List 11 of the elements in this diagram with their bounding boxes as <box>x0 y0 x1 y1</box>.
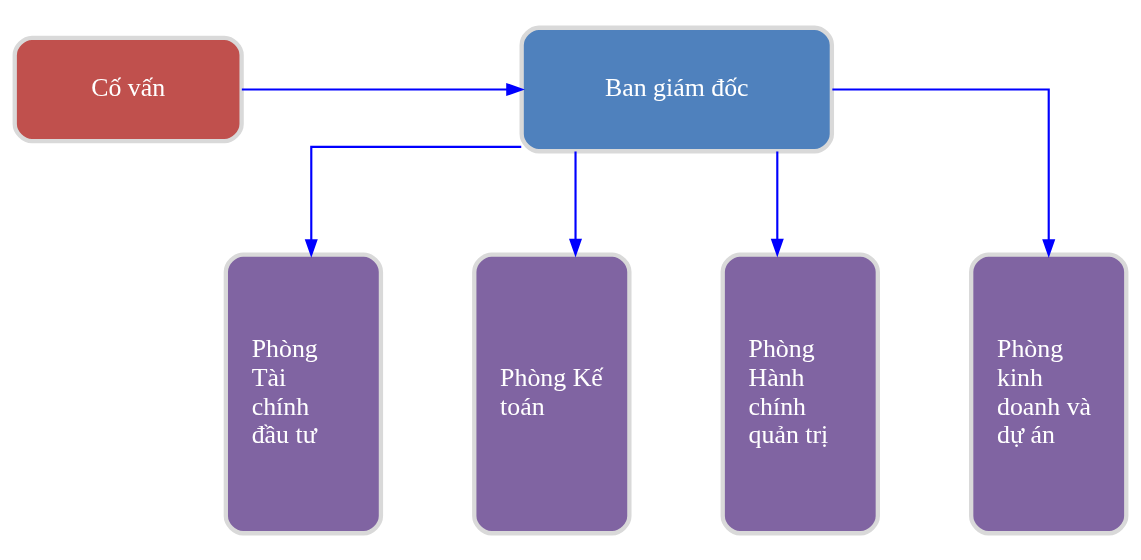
arrow <box>832 87 1056 258</box>
node-box: Phòng kinh doanh và dự án <box>969 252 1129 535</box>
arrow <box>770 151 784 257</box>
node-box: Cố vấn <box>12 35 244 143</box>
arrow <box>304 145 522 258</box>
node-box: Phòng Hành chính quản trị <box>720 252 880 535</box>
node-box: Phòng Tài chính đầu tư <box>223 252 384 535</box>
node-box: Phòng Kế toán <box>472 252 632 535</box>
arrow <box>241 82 525 96</box>
arrow <box>569 151 583 257</box>
node-box: Ban giám đốc <box>519 25 835 153</box>
